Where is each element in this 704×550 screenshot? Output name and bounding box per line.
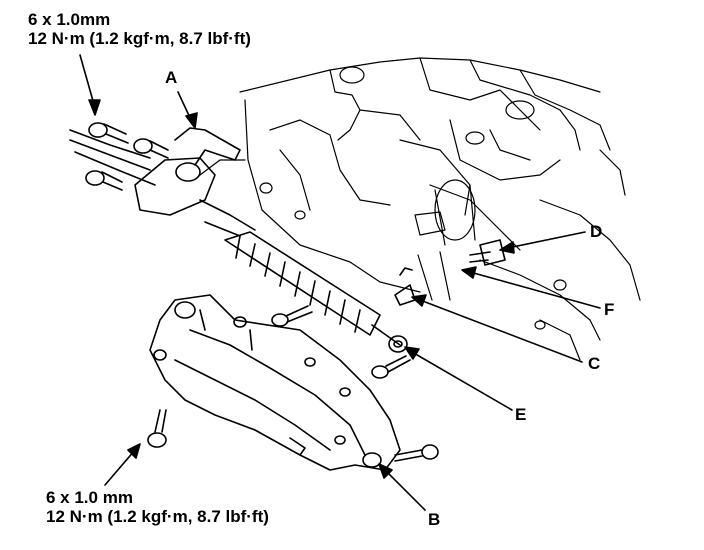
bolt-top-3 xyxy=(85,170,123,191)
engine-block-outline xyxy=(199,57,641,361)
callout-e: E xyxy=(515,405,527,424)
bolt-lower-left xyxy=(147,409,167,448)
bolt-b xyxy=(394,444,439,462)
callout-a: A xyxy=(165,68,178,87)
bolt-top-2 xyxy=(133,138,169,159)
lower-cover xyxy=(149,294,401,471)
washer-e xyxy=(388,335,408,353)
bracket-d xyxy=(469,239,506,266)
callout-c: C xyxy=(588,354,601,373)
bolt-mid xyxy=(271,305,313,327)
slave-cylinder xyxy=(134,127,256,237)
bolt-size-top: 6 x 1.0mm xyxy=(28,10,111,29)
fluid-lines xyxy=(69,129,156,186)
torque-value-top: 12 N·m (1.2 kgf·m, 8.7 lbf·ft) xyxy=(28,29,251,48)
bolt-top-1 xyxy=(88,122,129,144)
leader-lines[interactable] xyxy=(79,54,601,511)
callout-b: B xyxy=(428,510,441,529)
bolt-e xyxy=(371,355,411,379)
bolt-size-bottom: 6 x 1.0 mm xyxy=(46,488,133,507)
callout-f: F xyxy=(604,300,615,319)
callout-d: D xyxy=(590,222,603,241)
torque-spec-bottom: 6 x 1.0 mm 12 N·m (1.2 kgf·m, 8.7 lbf·ft… xyxy=(46,488,269,526)
torque-spec-top: 6 x 1.0mm 12 N·m (1.2 kgf·m, 8.7 lbf·ft) xyxy=(28,10,251,48)
torque-value-bottom: 12 N·m (1.2 kgf·m, 8.7 lbf·ft) xyxy=(46,507,269,526)
